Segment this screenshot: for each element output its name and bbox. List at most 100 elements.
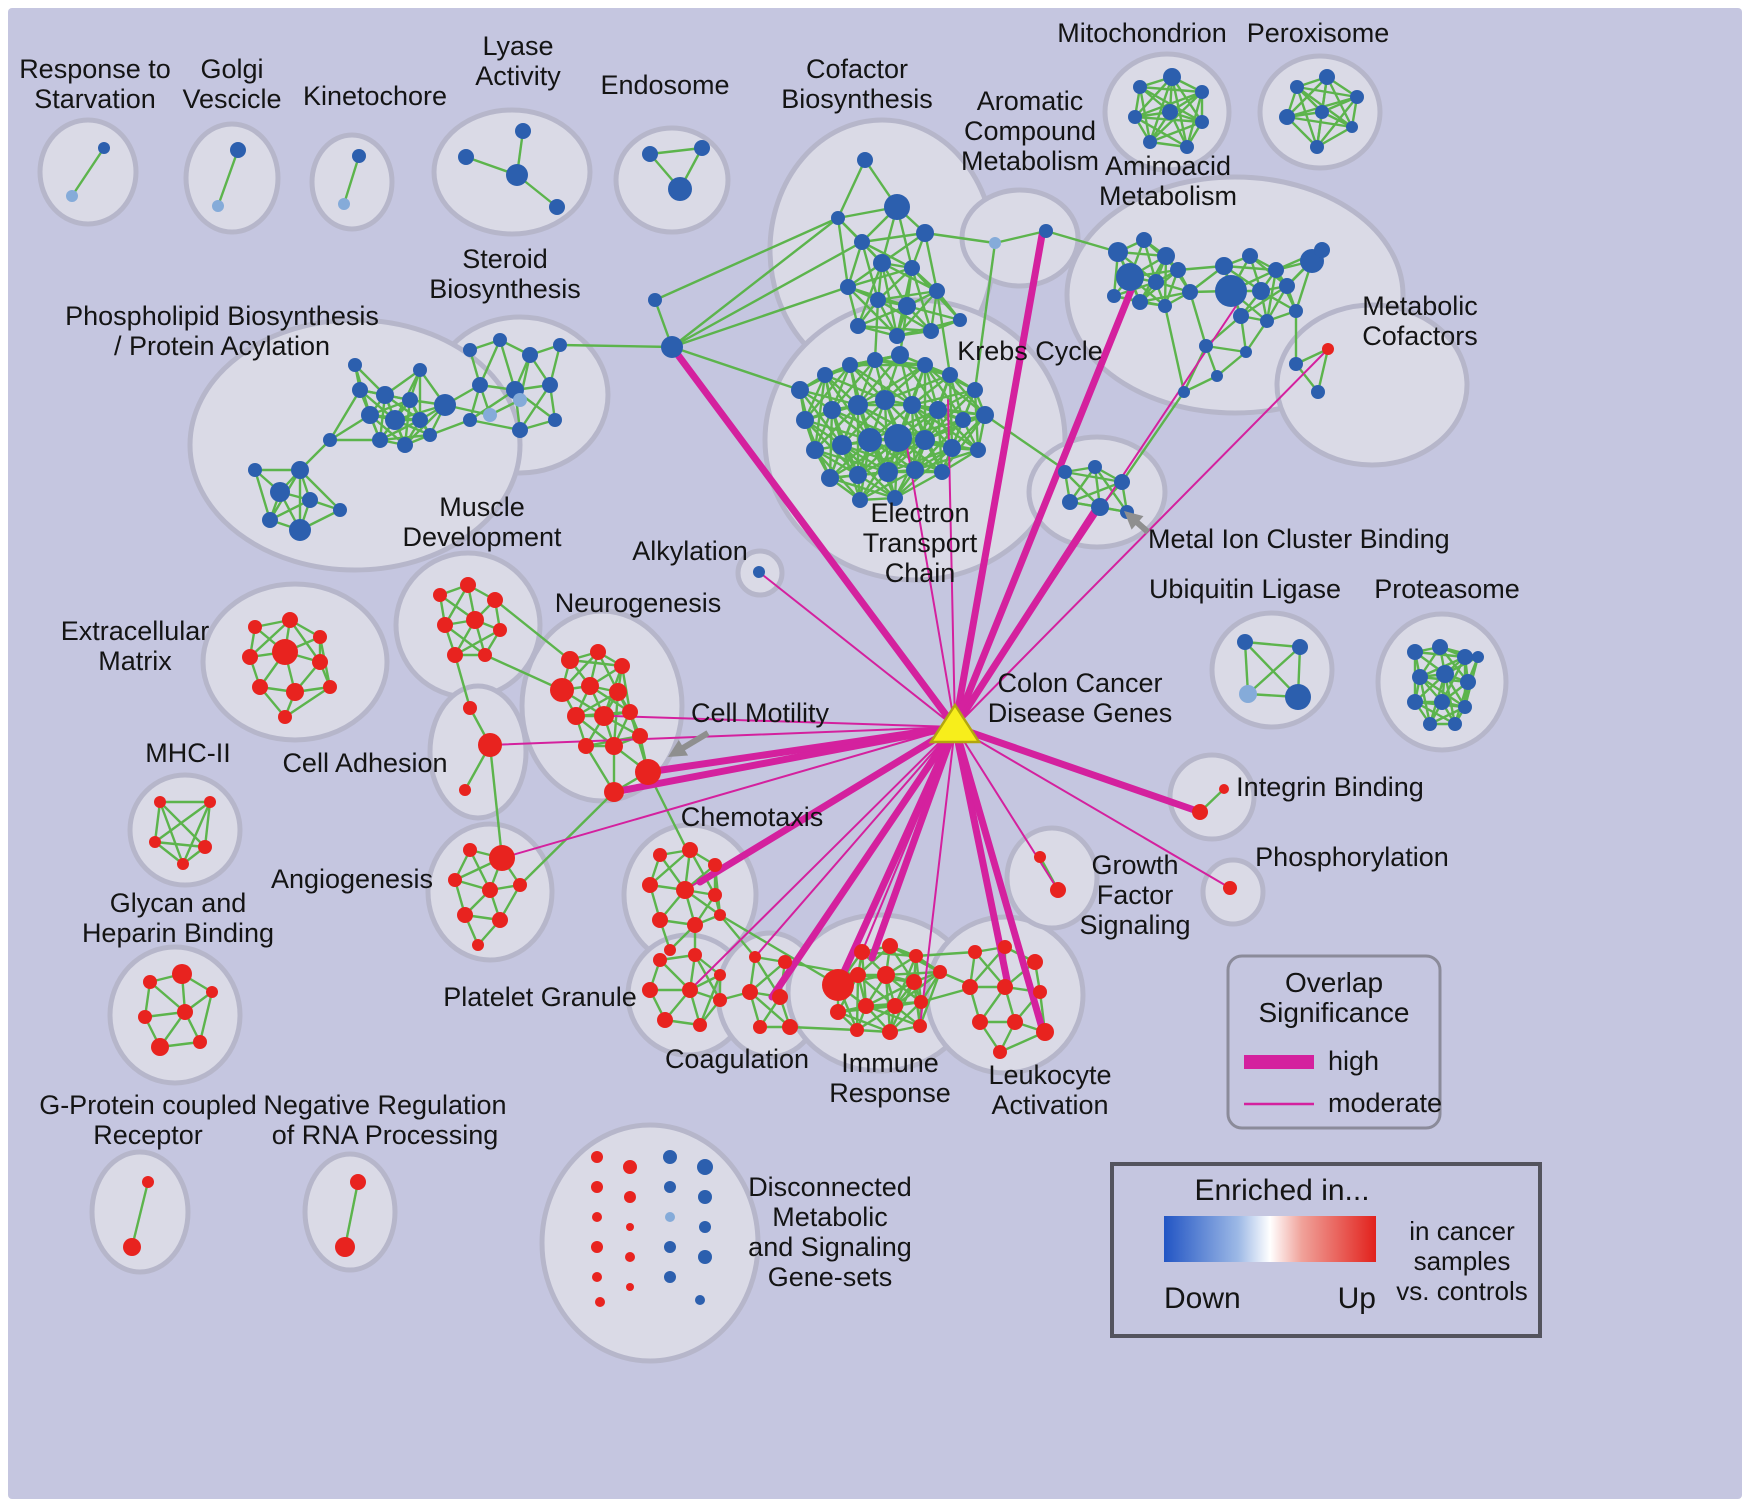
gene-set-node-lyase-activity-2 [506,164,528,186]
gene-set-node-phospholipid-biosynthesis-12 [483,408,497,422]
gene-set-node-disconnected-gene-sets-9 [625,1252,635,1262]
overlap-link-high [668,343,959,731]
gene-set-edge-response-starvation [71,147,105,197]
gene-set-node-growth-factor-signaling-0 [1034,851,1046,863]
gene-set-node-neurogenesis-9 [578,738,594,754]
label-line: Metabolic [1362,291,1478,321]
gene-set-node-proteasome-0 [1407,644,1423,660]
gene-set-node-steroid-biosynthesis-9 [548,413,562,427]
gene-set-node-muscle-development-1 [460,577,476,593]
gene-set-edge-electron-transport-chain [799,389,843,446]
gene-set-node-electron-transport-chain-5 [917,357,933,373]
gene-set-node-disconnected-gene-sets-0 [591,1151,603,1163]
clusters.12.label.lines: Phospholipid Biosynthesis/ Protein Acyla… [65,301,379,361]
gene-set-node-disconnected-gene-sets-6 [623,1160,637,1174]
gene-set-node-aminoacid-fatty-acid-13 [1215,275,1247,307]
gene-set-edge-neurogenesis [612,691,620,747]
inter-cluster-edge [484,653,563,692]
gene-set-node-aminoacid-fatty-acid-6 [1132,294,1148,310]
inter-cluster-edge [654,216,839,302]
gene-set-node-extracellular-matrix-8 [323,680,337,694]
floating_labels.0.lines: Krebs Cycle [957,336,1103,366]
gene-set-node-electron-transport-chain-3 [867,352,883,368]
gene-set-edge-electron-transport-chain [884,373,951,402]
colon-cancer-hub-triangle [928,702,982,744]
gene-set-node-aromatic-compound-metabolism-1 [1039,224,1053,238]
overlap-link-high [610,723,959,796]
gene-set-node-phospholipid-biosynthesis-16 [270,482,290,502]
cluster-ellipse-golgi-vescicle [183,121,281,235]
inter-cluster-edge [873,299,880,361]
gene-set-node-proteasome-5 [1460,674,1476,690]
gene-set-node-angiogenesis-0 [463,843,477,857]
gene-set-edge-ubiquitin-ligase [1247,646,1301,695]
gene-set-node-angiogenesis-2 [448,873,462,887]
gene-set-edge-cofactor-biosynthesis [861,231,926,244]
label-line: Biosynthesis [781,84,933,114]
label-line: Leukocyte [988,1060,1111,1090]
inter-cluster-edge [671,240,863,349]
gene-set-edge-immune-response [865,980,915,1008]
inter-cluster-edge [719,913,839,987]
label-line: Disconnected [748,1172,912,1202]
label-line: G-Protein coupled [39,1090,257,1120]
gene-set-node-metal-ion-cluster-binding-3 [1062,494,1078,510]
label-line: samples [1414,1246,1511,1276]
gene-set-node-steroid-biosynthesis-8 [512,422,528,438]
label-line: Cofactor [806,54,908,84]
gene-set-node-immune-response-3 [909,949,923,963]
gene-set-node-aminoacid-fatty-acid-17 [1260,314,1274,328]
gene-set-node-disconnected-gene-sets-11 [663,1150,677,1164]
label-line: Enriched in... [1194,1174,1369,1207]
gene-set-node-immune-response-12 [913,1019,927,1033]
gene-set-node-immune-response-14 [830,1004,846,1020]
label-line: vs. controls [1396,1276,1528,1306]
gene-set-node-extracellular-matrix-5 [312,654,328,670]
gene-set-node-aminoacid-fatty-acid-5 [1170,262,1186,278]
gene-set-node-muscle-development-5 [493,623,507,637]
gene-set-node-peroxisome-2 [1350,90,1364,104]
gene-set-edge-aromatic-compound-metabolism [994,229,1047,245]
overlap-link-high [951,284,1136,731]
gene-set-edge-electron-transport-chain [857,363,926,407]
gene-set-node-neurogenesis-2 [614,658,630,674]
overlap-link-moderate [611,715,956,728]
gene-set-edge-mitochondrion [1134,115,1188,149]
gene-set-edge-electron-transport-chain [841,444,896,499]
label-line: Electron [870,498,969,528]
gene-set-node-endosome-2 [668,177,692,201]
gene-set-node-neurogenesis-7 [594,706,614,726]
inter-cluster-edge [494,599,571,661]
gene-set-node-ubiquitin-ligase-0 [1237,634,1253,650]
gene-set-node-phospholipid-biosynthesis-21 [248,463,262,477]
gene-set-node-platelet-granule-0 [653,953,667,967]
gene-set-edge-extracellular-matrix [284,686,331,718]
label-line: Activity [475,61,561,91]
gene-set-edge-electron-transport-chain [804,364,851,421]
gene-set-node-disconnected-gene-sets-8 [626,1223,634,1231]
gene-set-node-mitochondrion-3 [1128,110,1142,124]
gene-set-node-g-protein-coupled-receptor-0 [142,1176,154,1188]
gene-set-edge-mitochondrion [1149,120,1203,144]
gene-set-node-mhc-ii-0 [154,796,166,808]
cluster-ellipse-integrin-binding [1167,752,1257,842]
gene-set-node-cofactor-biosynthesis-8 [898,297,916,315]
gene-set-node-extracellular-matrix-1 [282,612,298,628]
gene-set-edge-peroxisome [1286,76,1328,118]
gene-set-edge-metal-ion-cluster-binding [1064,470,1123,484]
label-line: Aminoacid [1105,151,1231,181]
gene-set-node-mitochondrion-6 [1143,135,1157,149]
overlap-link-high [951,723,1046,1032]
gene-set-node-metal-ion-cluster-binding-0 [1058,465,1072,479]
gene-set-node-mitochondrion-1 [1163,68,1181,86]
gene-set-edge-aminoacid-fatty-acid [1188,291,1208,347]
overlap-link-high [834,723,959,989]
gene-set-node-immune-response-10 [850,1023,864,1037]
gene-set-node-cofactor-biosynthesis-0 [857,152,873,168]
label-line: Ubiquitin Ligase [1149,574,1341,604]
gene-set-edge-electron-transport-chain [911,388,976,407]
gene-set-node-aminoacid-fatty-acid-20 [1314,242,1330,258]
gene-set-node-electron-transport-chain-26 [906,461,924,479]
gene-set-node-electron-transport-chain-11 [875,390,895,410]
